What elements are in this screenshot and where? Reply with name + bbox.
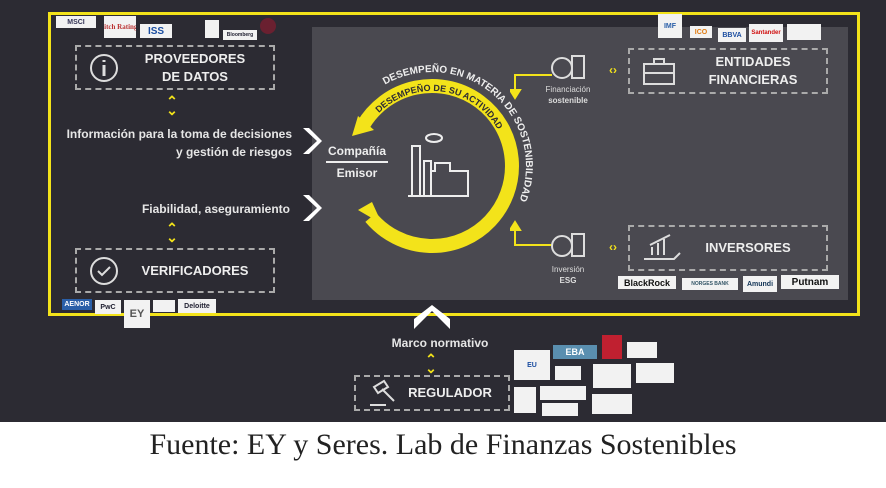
money-icon (548, 228, 588, 258)
briefcase-icon (643, 58, 675, 85)
yellow-frame (48, 12, 860, 316)
chevron-right-icon (303, 128, 322, 154)
company-label-text: Compañía (326, 144, 388, 163)
factory-icon (408, 133, 469, 197)
leftright-chevron-icon: ‹› (609, 240, 617, 254)
info-label: Información para la toma de decisiones y … (30, 125, 292, 161)
box-regulador: REGULADOR (354, 375, 510, 411)
logo-eu: EU (514, 350, 550, 380)
updown-chevron-icon: ⌃⌄ (425, 351, 437, 376)
esg-text: ESG (559, 276, 577, 285)
logo-ey: EY (124, 300, 150, 328)
logo (787, 24, 821, 40)
box-proveedores-datos: PROVEEDORES DE DATOS (75, 45, 275, 90)
fiabilidad-label: Fiabilidad, aseguramiento (141, 202, 290, 216)
logo (592, 394, 632, 414)
marco-normativo-label: Marco normativo (391, 336, 489, 350)
updown-chevron-icon: ⌃⌄ (166, 220, 178, 245)
logo-blackrock: BlackRock (618, 276, 676, 289)
logo-ico: ICO (690, 26, 712, 38)
sostenible-text: sostenible (548, 96, 588, 105)
logo (514, 387, 536, 413)
growth-chart-hand-icon (644, 234, 681, 260)
logo (555, 366, 581, 380)
arrow-head (358, 202, 382, 224)
info-icon (90, 53, 118, 82)
logo-msci: MSCI (56, 16, 96, 28)
logo-fitch: Fitch Ratings (104, 16, 136, 38)
chevron-up-icon (414, 305, 450, 329)
logo (542, 403, 578, 416)
diagram: MSCI Fitch Ratings ISS Bloomberg PROVEED… (0, 0, 886, 422)
info-label-line-1: Información para la toma de decisiones (66, 127, 292, 141)
logo (540, 386, 586, 400)
box-entidades-financieras: ENTIDADES FINANCIERAS (628, 48, 828, 94)
box-verificadores: VERIFICADORES (75, 248, 275, 293)
money-icon (548, 50, 588, 80)
updown-chevron-icon: ⌃⌄ (166, 93, 178, 118)
logo-amundi: Amundi (743, 276, 777, 292)
logo-bbva: BBVA (718, 28, 746, 42)
logo-imf: IMF (658, 14, 682, 38)
box-label: REGULADOR (408, 385, 492, 400)
logo-norges-bank: NORGES BANK (682, 278, 738, 290)
cycle-diagram: DESEMPEÑO EN MATERIA DE SOSTENIBILIDAD D… (352, 62, 534, 253)
logo (260, 18, 276, 34)
box-label: ENTIDADES FINANCIERAS (708, 54, 798, 87)
box-label: PROVEEDORES DE DATOS (144, 50, 246, 84)
logo-iss: ISS (140, 24, 172, 38)
logo: AENOR (62, 299, 92, 310)
arrow-head (352, 116, 374, 136)
box-inversores: INVERSORES (628, 225, 828, 271)
box-label: VERIFICADORES (141, 262, 249, 278)
emisor-label-text: Emisor (336, 166, 378, 180)
source-caption: Fuente: EY y Seres. Lab de Finanzas Sost… (149, 428, 737, 461)
financiacion-label: Financiación sostenible (536, 84, 600, 106)
logo-santander: Santander (749, 24, 783, 42)
logo (205, 20, 219, 38)
logo-eba: EBA (553, 345, 597, 359)
company-panel (312, 27, 848, 300)
check-icon (90, 256, 118, 285)
gavel-icon (370, 379, 395, 406)
yellow-arc (356, 79, 519, 253)
logo (636, 363, 674, 383)
logo (153, 300, 175, 312)
chevron-right-icon (303, 195, 322, 221)
logo (627, 342, 657, 358)
box-label: INVERSORES (705, 240, 791, 255)
company-label: Compañía Emisor (326, 144, 388, 180)
financiacion-text: Financiación (545, 85, 591, 94)
logo-putnam: Putnam (781, 275, 839, 289)
logo-deloitte: Deloitte (178, 299, 216, 313)
info-label-line-2: y gestión de riesgos (175, 145, 292, 159)
logo (602, 335, 622, 359)
inversion-text: Inversión (551, 265, 585, 274)
logo-pwc: PwC (95, 300, 121, 314)
logo-bloomberg: Bloomberg (223, 30, 257, 40)
logo (593, 364, 631, 388)
leftright-chevron-icon: ‹› (609, 63, 617, 77)
connector-arrows (510, 74, 552, 246)
